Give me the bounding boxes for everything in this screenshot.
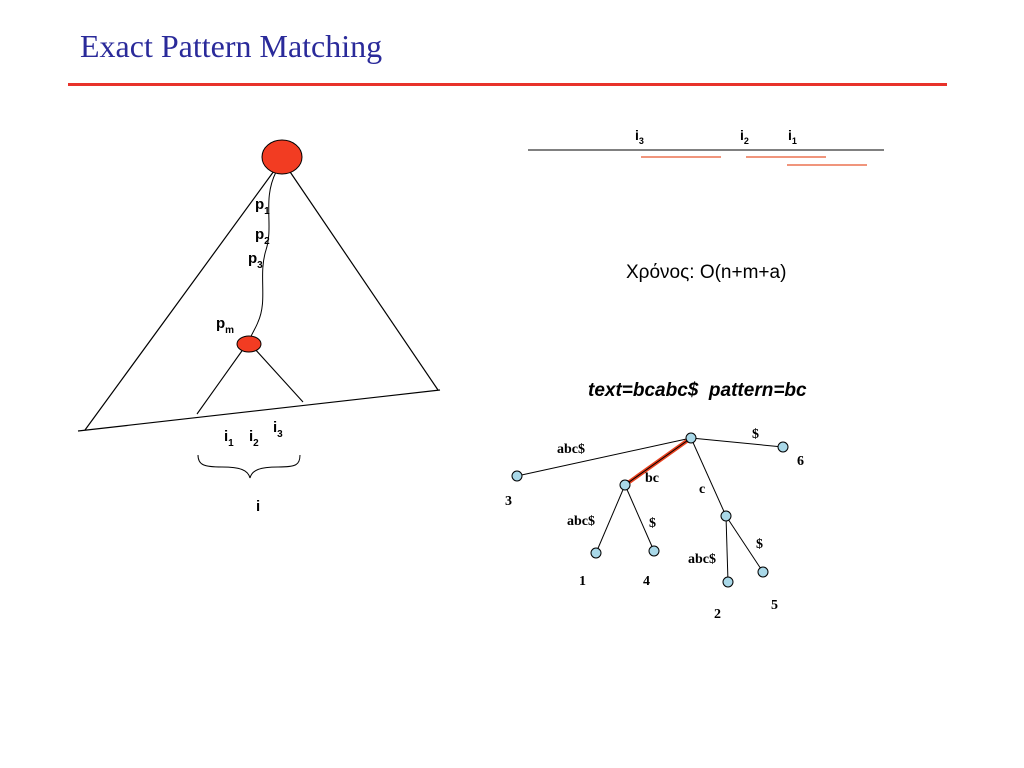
tree-leaf-2 xyxy=(722,576,734,588)
text-occurrences: i3 i2 i1 xyxy=(528,127,884,166)
path-label-pm: pm xyxy=(216,315,234,336)
edge-label-abc-c: abc$ xyxy=(688,552,716,567)
brace xyxy=(197,454,301,479)
subtree-left-edge xyxy=(196,347,245,415)
tree-leaf-5 xyxy=(757,566,769,578)
pattern-end-node xyxy=(236,335,262,353)
edge-label-dollar-root: $ xyxy=(752,427,759,442)
leaf-number-5: 5 xyxy=(771,598,778,613)
tree-node-bc xyxy=(619,479,631,491)
tree-leaf-3 xyxy=(511,470,523,482)
path-label-p3: p3 xyxy=(248,250,263,271)
edge-label-abc-bc: abc$ xyxy=(567,514,595,529)
example-caption: text=bcabc$ pattern=bc xyxy=(588,380,807,401)
example-suffix-tree: text=bcabc$ pattern=bc abc$ $ b xyxy=(505,380,807,622)
tree-node-c xyxy=(720,510,732,522)
edge-label-dollar-c: $ xyxy=(756,537,763,552)
edge-label-c: c xyxy=(699,482,705,497)
edge-c-leaf5 xyxy=(725,515,764,573)
root-node xyxy=(261,139,303,175)
complexity-text: Χρόνος: O(n+m+a) xyxy=(626,262,786,283)
triangle-right-side xyxy=(281,159,439,391)
text-label-i1: i1 xyxy=(788,127,797,146)
path-label-p1: p1 xyxy=(255,196,270,217)
edge-label-dollar-bc: $ xyxy=(649,516,656,531)
leaf-number-1: 1 xyxy=(579,574,586,589)
triangle-base xyxy=(77,389,441,432)
title-underline xyxy=(68,83,947,86)
leaf-number-6: 6 xyxy=(797,454,804,469)
leaf-number-3: 3 xyxy=(505,494,512,509)
edge-c-leaf2 xyxy=(725,515,729,583)
leaf-label-i3: i3 xyxy=(273,419,283,440)
triangle-left-side xyxy=(84,159,283,431)
edge-label-bc: bc xyxy=(645,471,659,486)
edge-root-c xyxy=(690,437,727,517)
text-label-i2: i2 xyxy=(740,127,749,146)
edge-bc-leaf1 xyxy=(595,484,626,554)
suffix-tree-sketch: p1 p2 p3 pm i1 i2 i3 i xyxy=(77,139,441,515)
leaf-number-2: 2 xyxy=(714,607,721,622)
brace-label: i xyxy=(256,498,260,515)
tree-root-node xyxy=(685,432,697,444)
edge-root-leaf3 xyxy=(516,437,692,477)
subtree-right-edge xyxy=(253,347,304,403)
edge-bc-leaf4 xyxy=(624,484,655,552)
edge-root-leaf6 xyxy=(690,437,784,448)
pattern-path-curve xyxy=(248,171,277,343)
path-label-p2: p2 xyxy=(255,226,270,247)
tree-leaf-6 xyxy=(777,441,789,453)
slide-title: Exact Pattern Matching xyxy=(80,28,383,64)
tree-leaf-4 xyxy=(648,545,660,557)
leaf-label-i1: i1 xyxy=(224,428,234,449)
edge-label-abc-root: abc$ xyxy=(557,442,585,457)
leaf-label-i2: i2 xyxy=(249,428,259,449)
leaf-number-4: 4 xyxy=(643,574,650,589)
tree-leaf-1 xyxy=(590,547,602,559)
edge-root-bc xyxy=(624,437,692,486)
text-label-i3: i3 xyxy=(635,127,644,146)
